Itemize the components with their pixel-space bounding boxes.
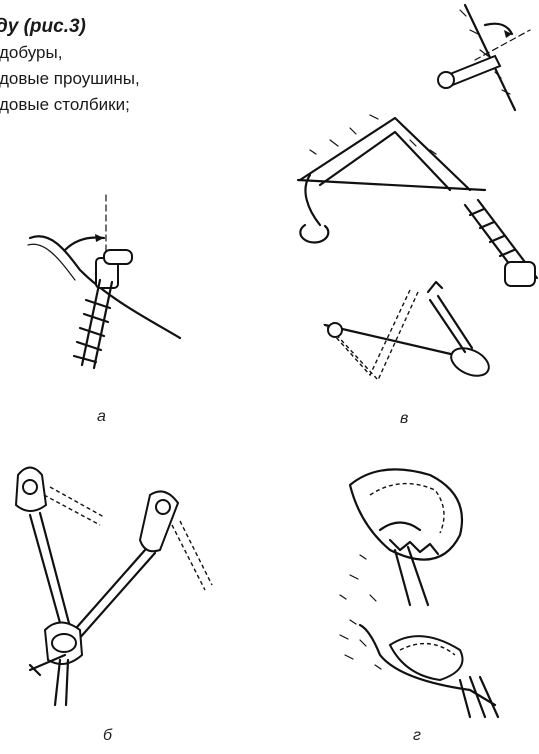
figure-g-caption: г bbox=[413, 727, 421, 745]
figure-a-caption: а bbox=[97, 408, 106, 426]
figure-v-caption: в bbox=[400, 410, 408, 428]
figure-v-ice-eyelet bbox=[280, 0, 539, 400]
equipment-list: добуры, довые проушины, довые столбики; bbox=[0, 40, 240, 118]
figure-b-caption: б bbox=[103, 727, 112, 745]
text-fragment: ду (рис.3) добуры, довые проушины, довые… bbox=[0, 14, 240, 118]
figure-g-ice-bollards bbox=[320, 455, 539, 725]
list-item-ice-bollards: довые столбики; bbox=[0, 92, 240, 118]
list-item-ice-eyelets: довые проушины, bbox=[0, 66, 240, 92]
figure-b-anchor-screws bbox=[0, 455, 240, 715]
figure-a-ice-screw bbox=[20, 190, 200, 390]
section-heading: ду (рис.3) bbox=[0, 14, 240, 40]
list-item-ice-screws: добуры, bbox=[0, 40, 240, 66]
